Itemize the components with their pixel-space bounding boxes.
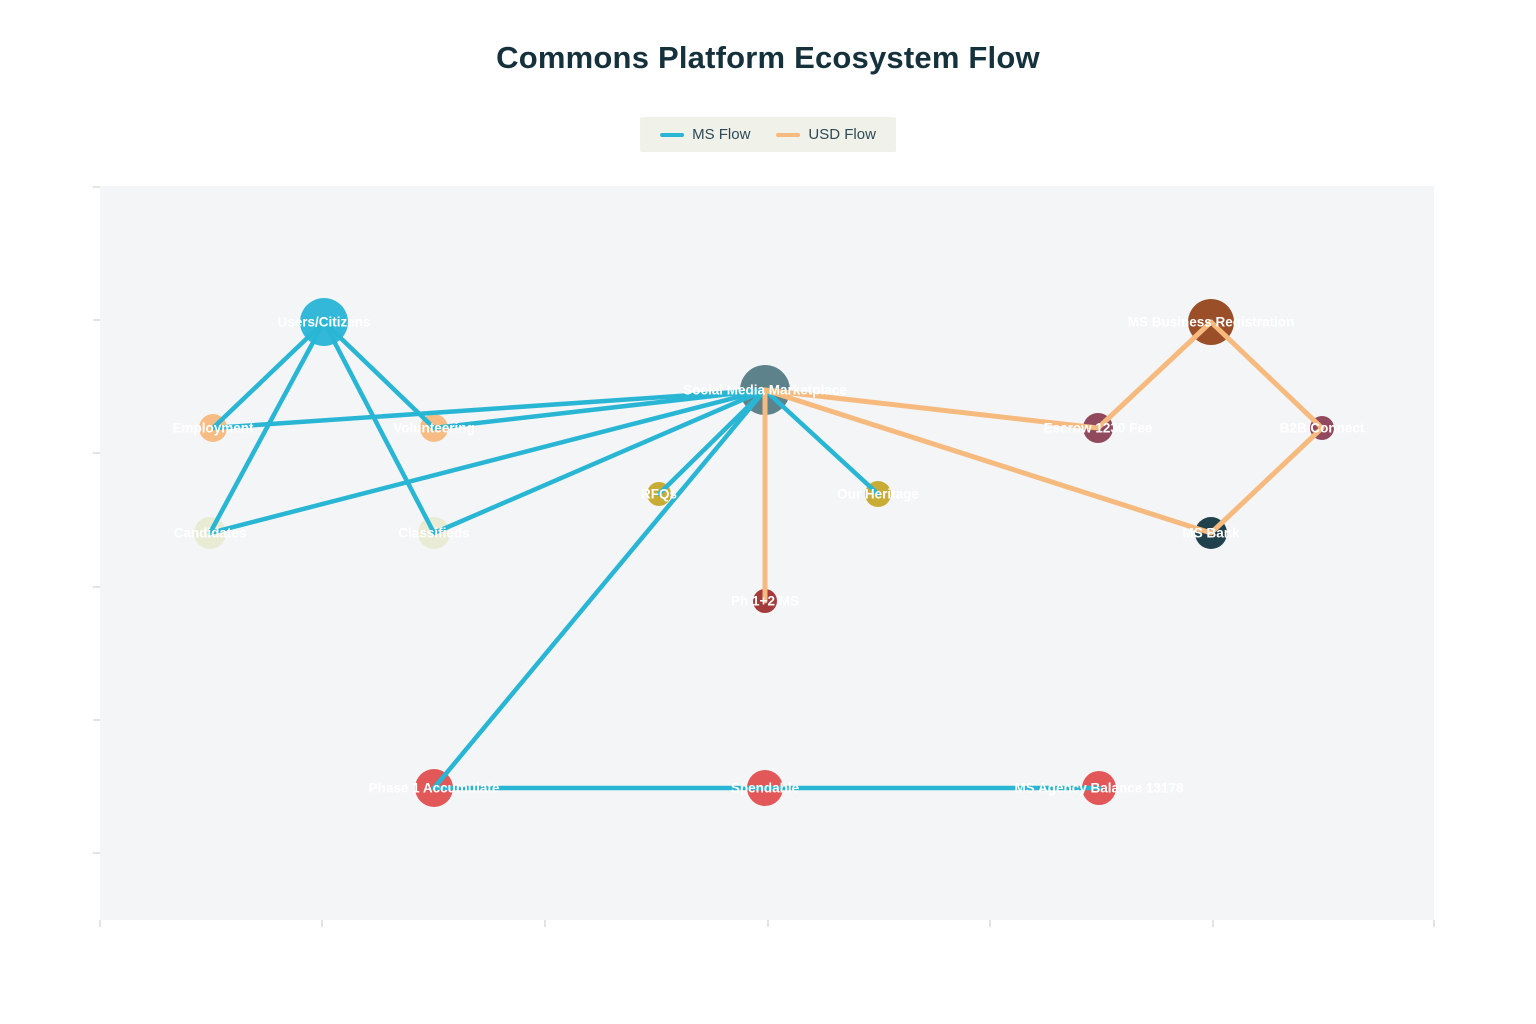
node-label-users: Users/Citizens [277, 315, 370, 330]
edge-marketplace-escrow-usd [762, 387, 1101, 431]
edge-marketplace-phase1-ms [431, 387, 768, 791]
node-label-spendable: Spendable [731, 781, 800, 796]
node-label-ph12: Ph 1+2 MS [731, 594, 799, 609]
edge-users-volunteering-ms [321, 319, 437, 431]
edge-escrow-bizreg-usd [1095, 319, 1214, 431]
node-label-volunteering: Volunteering [393, 421, 475, 436]
node-label-marketplace: Social Media Marketplace [683, 383, 847, 398]
legend-swatch-icon [776, 132, 801, 137]
node-label-bizreg: MS Business Registration [1128, 315, 1295, 330]
node-label-phase1: Phase 1 Accumulate [369, 781, 500, 796]
node-label-agency: MS Agency Balance 13178 [1014, 781, 1184, 796]
edge-marketplace-classifieds-ms [431, 387, 768, 536]
node-label-employment: Employment [172, 421, 254, 436]
edge-b2b-msbank-usd [1208, 425, 1325, 536]
edge-marketplace-heritage-ms [762, 387, 881, 497]
node-label-rfqs: RFQs [641, 487, 677, 502]
edge-users-classifieds-ms [321, 319, 437, 536]
legend-item-usd-flow[interactable]: USD Flow [776, 126, 876, 143]
node-label-escrow: Escrow 1230 Fee [1044, 421, 1153, 436]
legend-label: USD Flow [808, 126, 876, 143]
edge-bizreg-b2b-usd [1208, 319, 1325, 431]
edge-marketplace-msbank-usd [762, 387, 1214, 536]
legend-swatch-icon [660, 132, 685, 137]
edge-users-candidates-ms [207, 319, 327, 536]
node-label-heritage: Our Heritage [837, 487, 919, 502]
legend-item-ms-flow[interactable]: MS Flow [660, 126, 750, 143]
node-label-b2b: B2B Connect [1280, 421, 1365, 436]
chart-title: Commons Platform Ecosystem Flow [496, 40, 1040, 75]
edge-marketplace-employment-ms [210, 387, 768, 431]
node-label-classifieds: Classifieds [398, 526, 469, 541]
node-label-msbank: MS Bank [1182, 526, 1240, 541]
legend-label: MS Flow [692, 126, 751, 143]
edge-users-employment-ms [210, 319, 327, 431]
node-label-candidates: Candidates [174, 526, 247, 541]
edge-marketplace-candidates-ms [207, 387, 768, 536]
legend: MS Flow USD Flow [640, 117, 896, 152]
edge-marketplace-rfqs-ms [656, 387, 768, 497]
edge-marketplace-volunteering-ms [431, 387, 768, 431]
